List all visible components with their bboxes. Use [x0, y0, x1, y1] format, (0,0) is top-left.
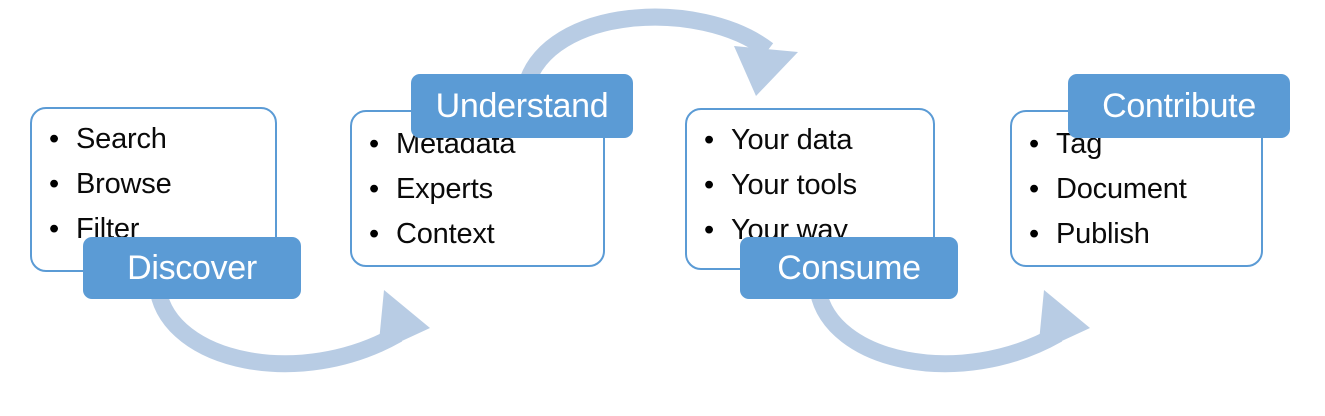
stage-tab-understand[interactable]: Understand [411, 74, 633, 138]
stage-items-consume: Your data Your tools Your way [701, 118, 925, 253]
list-item: Experts [366, 167, 595, 212]
extend-arrow-label: Extend [612, 345, 696, 375]
stage-items-discover: Search Browse Filter [46, 117, 267, 252]
list-item: Search [46, 117, 267, 162]
list-item: Context [366, 212, 595, 257]
list-item: Your tools [701, 163, 925, 208]
stage-items-contribute: Tag Document Publish [1026, 122, 1253, 257]
stage-tab-contribute[interactable]: Contribute [1068, 74, 1290, 138]
list-item: Browse [46, 162, 267, 207]
list-item: Document [1026, 167, 1253, 212]
stage-tab-consume[interactable]: Consume [740, 237, 958, 299]
stage-tab-discover[interactable]: Discover [83, 237, 301, 299]
stage-items-understand: Metadata Experts Context [366, 122, 595, 257]
list-item: Publish [1026, 212, 1253, 257]
list-item: Your data [701, 118, 925, 163]
